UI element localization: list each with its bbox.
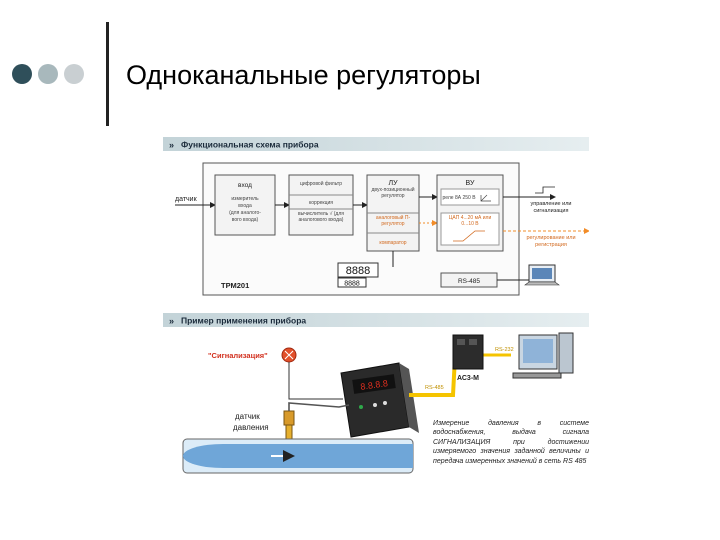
converter-label: АС3-М	[457, 375, 479, 382]
dac-ramp-icon	[453, 230, 485, 242]
output-step-icon	[535, 186, 555, 194]
filter-block	[288, 174, 354, 236]
input-block	[214, 174, 276, 236]
section1-chevron-icon: »	[169, 140, 174, 150]
dot-light	[64, 64, 84, 84]
input-line-2: входа	[238, 203, 252, 209]
relay-icon	[480, 194, 491, 202]
pressure-sensor-label-1: датчик	[235, 412, 260, 421]
filter-item-1: цифровой фильтр	[300, 180, 342, 187]
bus-rs232-label: RS-232	[495, 347, 514, 353]
output-1-wrap: управление или сигнализация	[530, 201, 572, 214]
title-divider	[106, 22, 109, 126]
water-pipe	[182, 438, 414, 474]
sensor-cable	[288, 402, 350, 411]
lu-item-3: компаратор	[379, 240, 406, 246]
input-line-3: (для аналого-	[229, 210, 261, 216]
display-secondary	[337, 277, 367, 288]
pressure-sensor-label-2: давления	[233, 423, 269, 432]
figure: » Функциональная схема прибора датчик вх…	[163, 137, 589, 474]
vu-dac-box	[440, 212, 500, 246]
output-label-2: регулирование или регистрация	[526, 235, 576, 248]
input-line-4: вого входа)	[232, 217, 259, 223]
section1-header: Функциональная схема прибора	[181, 140, 319, 150]
laptop-icon	[524, 264, 560, 286]
section2-header: Пример применения прибора	[181, 316, 306, 326]
vu-item-2: ЦАП 4...20 мА или 0...10 В	[448, 215, 492, 227]
output-2-wrap: регулирование или регистрация	[526, 235, 576, 248]
interface-label: RS-485	[458, 278, 480, 285]
filter-item-3-wrap: вычислитель √ (для аналогового входа)	[298, 211, 344, 223]
sensor-label: датчик	[175, 196, 198, 203]
slide-title: Одноканальные регуляторы	[126, 60, 481, 90]
description-text: Измерение давления в системе водоснабжен…	[433, 420, 589, 465]
vu-title: ВУ	[466, 180, 475, 187]
section1-header-bar	[163, 137, 589, 151]
dot-medium	[38, 64, 58, 84]
controller-digits: 8.8.8.8	[360, 378, 389, 392]
section2-chevron-icon: »	[169, 316, 174, 326]
controller-device: 8.8.8.8	[340, 362, 419, 438]
section2-header-bar	[163, 313, 589, 327]
rs485-cable	[409, 356, 457, 397]
filter-item-3: вычислитель √ (для аналогового входа)	[298, 211, 344, 223]
dot-dark	[12, 64, 32, 84]
display-digits: 8888	[346, 265, 370, 277]
bus-rs485-label: RS-485	[425, 385, 444, 391]
output-label-1: управление или сигнализация	[530, 201, 572, 214]
filter-item-2: коррекция	[309, 200, 333, 206]
lu-title: ЛУ	[388, 180, 398, 187]
lu-item-1: двух-позиционный регулятор	[371, 187, 415, 199]
display-main	[337, 262, 379, 278]
input-block-title: вход	[238, 182, 252, 189]
alarm-label: "Сигнализация"	[208, 351, 268, 360]
converter-icon	[452, 334, 484, 370]
alarm-lamp-icon	[281, 347, 297, 363]
vu-item-2-wrap: ЦАП 4...20 мА или 0...10 В	[448, 215, 492, 227]
device-name: ТРМ201	[221, 281, 249, 290]
vu-item-1: реле 8А 250 В	[442, 195, 476, 201]
input-line-1: измеритель	[231, 196, 259, 202]
alarm-wire	[288, 362, 343, 400]
lu-item-1-wrap: двух-позиционный регулятор	[371, 187, 415, 199]
lu-item-2-wrap: аналоговый П-регулятор	[375, 215, 411, 227]
display-small: 8888	[344, 281, 360, 288]
computer-icon	[512, 332, 574, 379]
pressure-sensor-icon	[283, 410, 295, 440]
lu-item-2: аналоговый П-регулятор	[375, 215, 411, 227]
description-wrap: Измерение давления в системе водоснабжен…	[433, 420, 589, 465]
decorative-dots	[12, 64, 84, 84]
